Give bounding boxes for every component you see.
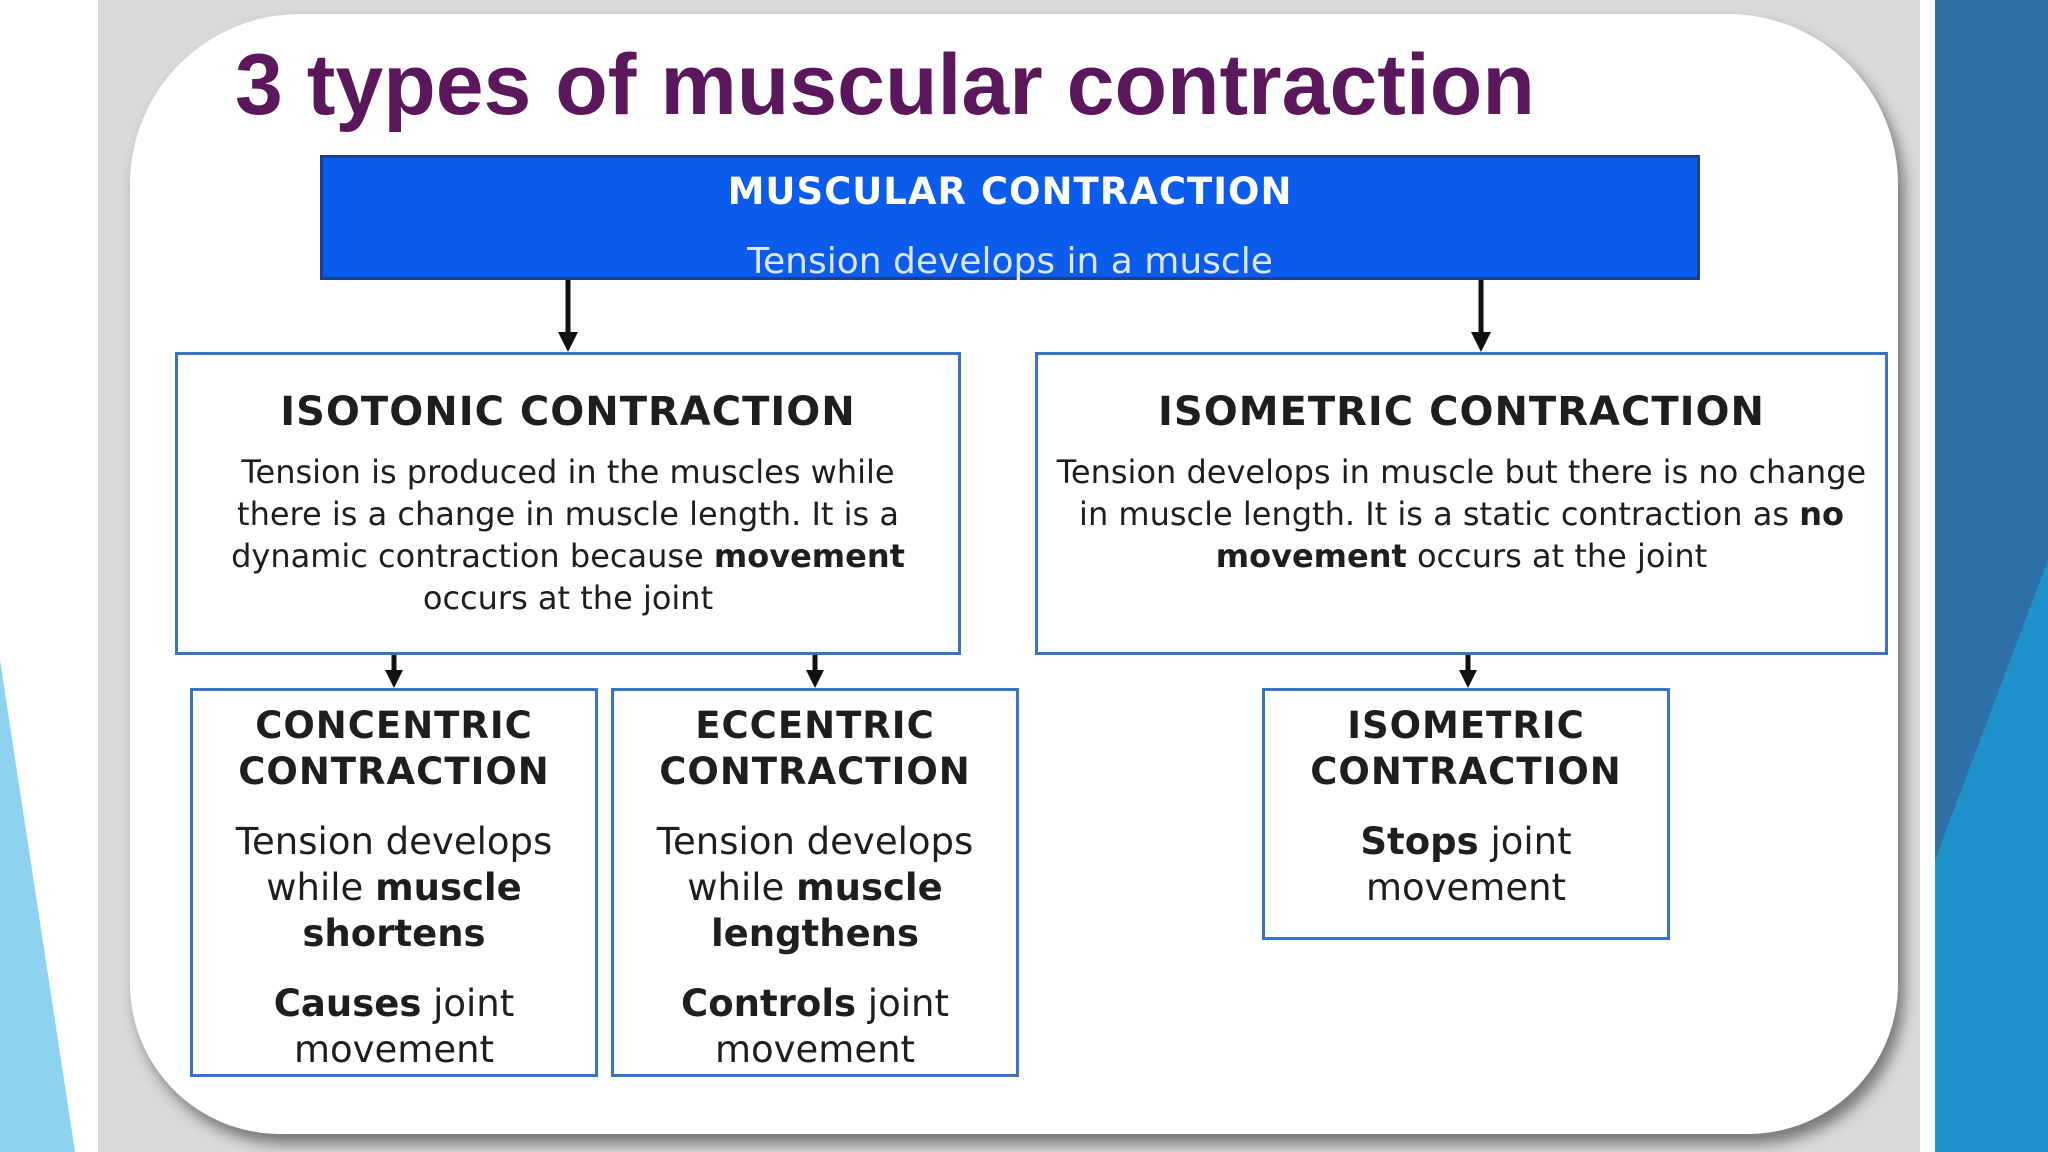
isometric-leaf-heading: ISOMETRIC CONTRACTION xyxy=(1265,703,1667,795)
isometric-leaf-heading-line2: CONTRACTION xyxy=(1310,750,1622,793)
isometric-contraction-box: ISOMETRIC CONTRACTION Tension develops i… xyxy=(1035,352,1888,655)
concentric-effect: Causes joint movement xyxy=(193,981,595,1073)
isometric-desc-bold: no movement xyxy=(1215,495,1844,575)
root-description: Tension develops in a muscle xyxy=(747,241,1273,282)
eccentric-description: Tension develops while muscle lengthens xyxy=(614,819,1016,957)
eccentric-effect-text: joint movement xyxy=(714,982,949,1071)
isometric-leaf-box: ISOMETRIC CONTRACTION Stops joint moveme… xyxy=(1262,688,1670,940)
concentric-description: Tension develops while muscle shortens xyxy=(193,819,595,957)
eccentric-desc-text: Tension develops while xyxy=(656,820,974,909)
concentric-heading: CONCENTRIC CONTRACTION xyxy=(193,703,595,795)
isotonic-contraction-box: ISOTONIC CONTRACTION Tension is produced… xyxy=(175,352,961,655)
isotonic-desc-tail: occurs at the joint xyxy=(422,579,714,617)
isometric-leaf-effect-bold: Stops xyxy=(1360,820,1479,863)
isometric-description: Tension develops in muscle but there is … xyxy=(1038,451,1885,577)
root-heading: MUSCULAR CONTRACTION xyxy=(727,170,1293,213)
isometric-desc-text: Tension develops in muscle but there is … xyxy=(1056,453,1867,533)
isometric-leaf-heading-line1: ISOMETRIC xyxy=(1347,704,1585,747)
arrowhead-isotonic-eccentric xyxy=(806,670,824,688)
concentric-heading-line2: CONTRACTION xyxy=(238,750,550,793)
isometric-leaf-effect-text: joint movement xyxy=(1365,820,1572,909)
isotonic-desc-bold: movement xyxy=(713,537,905,575)
arrowhead-root-isometric xyxy=(1471,332,1491,352)
slide-title: 3 types of muscular contraction xyxy=(235,37,1535,133)
concentric-effect-text: joint movement xyxy=(293,982,515,1071)
arrowhead-isotonic-concentric xyxy=(385,670,403,688)
isotonic-desc-text: Tension is produced in the muscles while… xyxy=(231,453,899,575)
isometric-desc-tail: occurs at the joint xyxy=(1416,537,1708,575)
concentric-heading-line1: CONCENTRIC xyxy=(255,704,533,747)
eccentric-effect: Controls joint movement xyxy=(614,981,1016,1073)
concentric-desc-bold: muscle shortens xyxy=(302,866,522,955)
arrowhead-isometric-leaf xyxy=(1459,670,1477,688)
eccentric-desc-bold: muscle lengthens xyxy=(710,866,943,955)
eccentric-effect-bold: Controls xyxy=(681,982,857,1025)
eccentric-heading-line1: ECCENTRIC xyxy=(695,704,935,747)
right-accent-shape xyxy=(1935,560,2048,1152)
left-accent-shape xyxy=(0,660,75,1152)
isotonic-description: Tension is produced in the muscles while… xyxy=(178,451,958,619)
isometric-leaf-effect: Stops joint movement xyxy=(1265,819,1667,911)
eccentric-contraction-box: ECCENTRIC CONTRACTION Tension develops w… xyxy=(611,688,1019,1077)
concentric-desc-text: Tension develops while xyxy=(235,820,553,909)
arrowhead-root-isotonic xyxy=(558,332,578,352)
muscular-contraction-box: MUSCULAR CONTRACTION Tension develops in… xyxy=(320,155,1700,282)
isometric-heading: ISOMETRIC CONTRACTION xyxy=(1158,389,1765,435)
concentric-effect-bold: Causes xyxy=(273,982,422,1025)
eccentric-heading-line2: CONTRACTION xyxy=(659,750,971,793)
concentric-contraction-box: CONCENTRIC CONTRACTION Tension develops … xyxy=(190,688,598,1077)
isotonic-heading: ISOTONIC CONTRACTION xyxy=(280,389,856,435)
eccentric-heading: ECCENTRIC CONTRACTION xyxy=(614,703,1016,795)
